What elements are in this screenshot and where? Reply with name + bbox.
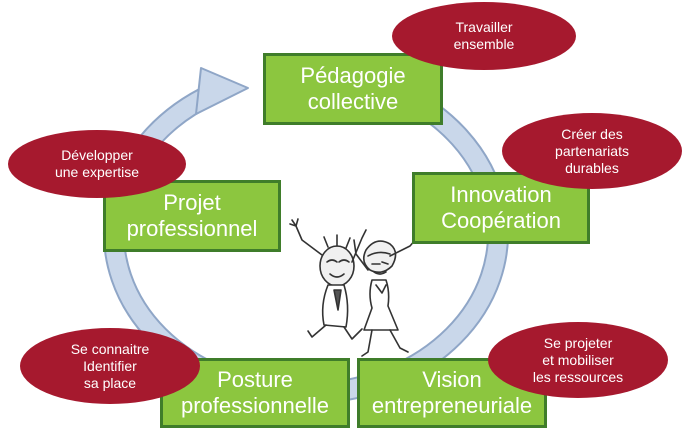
bubble-se-projeter: Se projeter et mobiliser les ressources — [488, 322, 668, 398]
box-innovation-label: Innovation Coopération — [441, 182, 561, 233]
dancing-couple-sketch — [289, 205, 437, 357]
bubble-travailler-label: Travailler ensemble — [453, 19, 515, 52]
box-posture-label: Posture professionnelle — [181, 367, 329, 418]
bubble-developper-expertise: Développer une expertise — [8, 130, 186, 198]
box-innovation-cooperation: Innovation Coopération — [412, 172, 590, 244]
bubble-seconnaitre-label: Se connaitre Identifier sa place — [70, 340, 150, 391]
box-posture-professionnelle: Posture professionnelle — [160, 358, 350, 428]
bubble-seprojeter-label: Se projeter et mobiliser les ressources — [532, 334, 624, 385]
box-projet-label: Projet professionnel — [126, 190, 258, 241]
bubble-se-connaitre: Se connaitre Identifier sa place — [20, 328, 200, 404]
box-vision-label: Vision entrepreneuriale — [371, 367, 533, 418]
bubble-creer-label: Créer des partenariats durables — [555, 125, 629, 176]
bubble-travailler-ensemble: Travailler ensemble — [392, 2, 576, 70]
box-pedagogie-collective: Pédagogie collective — [263, 53, 443, 125]
bubble-developper-label: Développer une expertise — [54, 147, 140, 180]
bubble-creer-partenariats: Créer des partenariats durables — [502, 113, 682, 189]
box-pedagogie-label: Pédagogie collective — [300, 63, 406, 114]
